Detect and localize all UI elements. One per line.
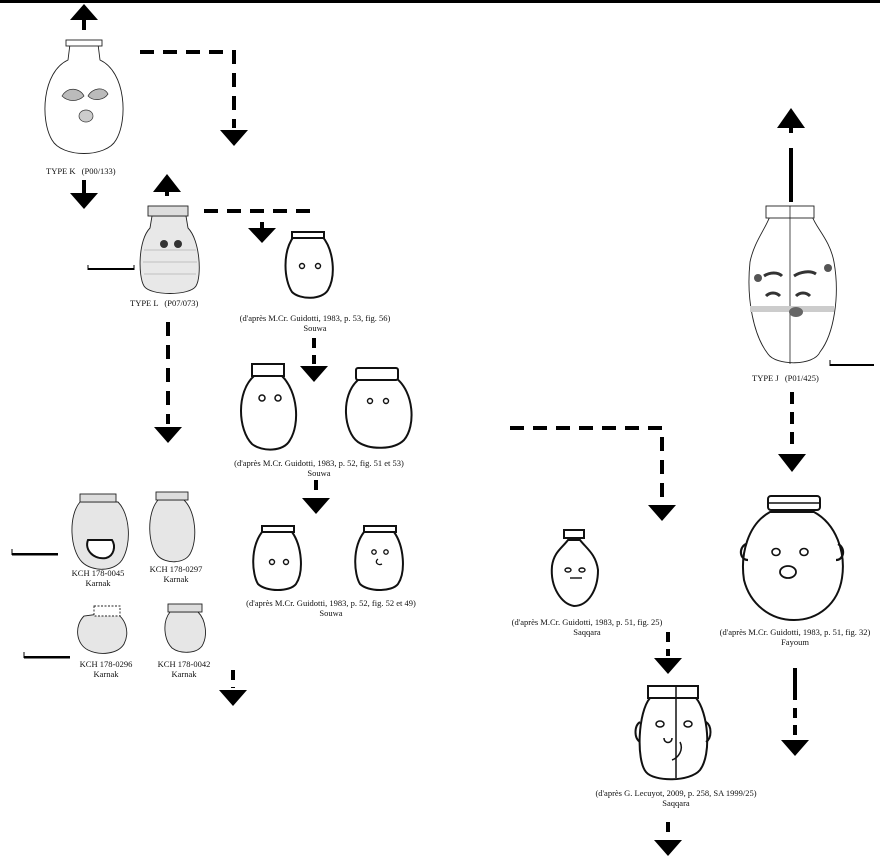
vessel-type-l <box>139 205 200 294</box>
vessel-souwa-52 <box>252 525 302 591</box>
caption-souwa-51-53: (d'après M.Cr. Guidotti, 1983, p. 52, fi… <box>222 458 416 478</box>
vessel-fayoum-32 <box>739 495 845 622</box>
scale-bar-l <box>87 265 135 270</box>
caption-saqqara-lecuyot: (d'après G. Lecuyot, 2009, p. 258, SA 19… <box>588 788 764 808</box>
caption-kch-0297: KCH 178-0297 Karnak <box>144 564 208 584</box>
caption-kch-0297-site: Karnak <box>163 574 189 584</box>
caption-souwa-56-site: Souwa <box>303 323 327 333</box>
label-type-k: TYPE K (P00/133) <box>46 166 116 176</box>
vessel-type-k <box>44 39 124 154</box>
caption-kch-0296-code: KCH 178-0296 <box>79 659 133 669</box>
caption-saqqara-lecuyot-ref: (d'après G. Lecuyot, 2009, p. 258, SA 19… <box>595 788 757 798</box>
scale-bar-j <box>829 360 874 366</box>
caption-souwa-56: (d'après M.Cr. Guidotti, 1983, p. 53, fi… <box>232 313 398 333</box>
label-type-k-inv: (P00/133) <box>81 166 116 176</box>
scale-bar-0296 <box>23 652 70 659</box>
arrow-up-k <box>70 4 98 20</box>
caption-saqqara-25-site: Saqqara <box>573 627 601 637</box>
caption-kch-0042: KCH 178-0042 Karnak <box>152 659 216 679</box>
label-type-k-name: TYPE K <box>46 166 76 176</box>
vessel-kch-0297 <box>149 491 196 563</box>
caption-saqqara-25: (d'après M.Cr. Guidotti, 1983, p. 51, fi… <box>504 617 670 637</box>
vessel-type-j <box>748 205 837 364</box>
caption-kch-0296-site: Karnak <box>93 669 119 679</box>
label-type-j-name: TYPE J <box>752 373 779 383</box>
vessel-souwa-56 <box>284 231 334 299</box>
caption-kch-0042-code: KCH 178-0042 <box>157 659 211 669</box>
caption-saqqara-lecuyot-site: Saqqara <box>662 798 690 808</box>
label-type-l-inv: (P07/073) <box>164 298 199 308</box>
caption-souwa-51-53-ref: (d'après M.Cr. Guidotti, 1983, p. 52, fi… <box>234 458 404 468</box>
caption-souwa-56-ref: (d'après M.Cr. Guidotti, 1983, p. 53, fi… <box>239 313 391 323</box>
arrow-up-j <box>777 108 805 128</box>
caption-souwa-52-49: (d'après M.Cr. Guidotti, 1983, p. 52, fi… <box>236 598 426 618</box>
label-type-l-name: TYPE L <box>130 298 159 308</box>
scale-bar-0045 <box>11 549 58 556</box>
caption-souwa-52-49-ref: (d'après M.Cr. Guidotti, 1983, p. 52, fi… <box>246 598 416 608</box>
arrow-down-k <box>70 193 98 209</box>
caption-kch-0045-code: KCH 178-0045 <box>71 568 125 578</box>
label-type-l: TYPE L (P07/073) <box>130 298 198 308</box>
caption-kch-0042-site: Karnak <box>171 669 197 679</box>
caption-souwa-51-53-site: Souwa <box>307 468 331 478</box>
caption-fayoum-32: (d'après M.Cr. Guidotti, 1983, p. 51, fi… <box>712 627 878 647</box>
vessel-souwa-49 <box>354 525 404 591</box>
vessel-saqqara-25 <box>550 529 600 608</box>
caption-saqqara-25-ref: (d'après M.Cr. Guidotti, 1983, p. 51, fi… <box>511 617 663 627</box>
arrow-up-l <box>153 174 181 192</box>
vessel-kch-0296 <box>77 605 128 654</box>
vessel-souwa-51 <box>240 363 298 451</box>
caption-souwa-52-49-site: Souwa <box>319 608 343 618</box>
caption-kch-0296: KCH 178-0296 Karnak <box>74 659 138 679</box>
label-type-j: TYPE J (P01/425) <box>752 373 819 383</box>
vessel-souwa-53 <box>344 367 413 449</box>
caption-fayoum-32-site: Fayoum <box>781 637 809 647</box>
caption-kch-0297-code: KCH 178-0297 <box>149 564 203 574</box>
caption-kch-0045: KCH 178-0045 Karnak <box>66 568 130 588</box>
vessel-kch-0042 <box>164 603 206 653</box>
caption-kch-0045-site: Karnak <box>85 578 111 588</box>
connectors <box>70 4 809 856</box>
label-type-j-inv: (P01/425) <box>784 373 819 383</box>
vessel-kch-0045 <box>71 493 129 570</box>
caption-fayoum-32-ref: (d'après M.Cr. Guidotti, 1983, p. 51, fi… <box>719 627 871 637</box>
vessel-saqqara-lecuyot <box>634 685 712 781</box>
